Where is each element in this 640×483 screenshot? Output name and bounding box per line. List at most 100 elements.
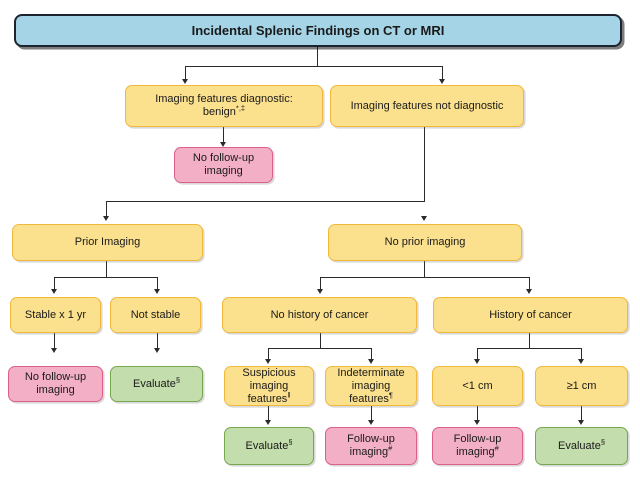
footnote-marker-followup-2: # bbox=[494, 443, 499, 453]
node-benign-label-line2: benign*,‡ bbox=[202, 103, 246, 118]
connector-root-stem bbox=[317, 47, 319, 67]
connector-indeterminate-to-followup bbox=[371, 406, 373, 422]
arrowhead-root-to-notdx bbox=[438, 79, 445, 84]
node-no-followup-1-label-line1: No follow-up bbox=[192, 152, 255, 164]
node-no-followup-2-label-line1: No follow-up bbox=[24, 371, 87, 383]
node-benign-label-line1: Imaging features diagnostic: bbox=[155, 93, 293, 105]
arrowhead-to-indeterminate bbox=[367, 359, 374, 364]
node-evaluate-2: Evaluate§ bbox=[224, 427, 314, 465]
node-evaluate-1-label: Evaluate§ bbox=[133, 374, 180, 390]
arrowhead-to-not-stable bbox=[153, 289, 160, 294]
node-evaluate-1: Evaluate§ bbox=[110, 366, 203, 402]
node-not-stable-label: Not stable bbox=[130, 308, 181, 321]
node-no-prior-imaging: No prior imaging bbox=[328, 224, 522, 261]
connector-suspicious-to-evaluate bbox=[268, 406, 270, 422]
node-suspicious-label-line1: Suspicious bbox=[242, 366, 296, 379]
connector-prior-imaging-split-bar bbox=[54, 277, 158, 279]
arrowhead-to-stable bbox=[50, 289, 57, 294]
node-stable-label: Stable x 1 yr bbox=[24, 308, 87, 321]
node-evaluate-2-label: Evaluate§ bbox=[245, 436, 293, 452]
connector-to-suspicious bbox=[268, 348, 270, 361]
node-followup-imaging-2: Follow-up imaging# bbox=[432, 427, 523, 465]
node-no-history-cancer-label: No history of cancer bbox=[270, 308, 369, 321]
node-evaluate-3: Evaluate§ bbox=[535, 427, 628, 465]
arrowhead-to-history-cancer bbox=[525, 289, 532, 294]
node-no-followup-1-label-line2: imaging bbox=[204, 165, 243, 177]
footnote-marker-suspicious: ‖ bbox=[287, 389, 291, 399]
node-suspicious-label-line2: imaging features‖ bbox=[247, 379, 291, 405]
footnote-marker-followup-1: # bbox=[388, 443, 393, 453]
node-ge1cm-label: ≥1 cm bbox=[566, 379, 597, 392]
node-not-stable: Not stable bbox=[110, 297, 201, 333]
footnote-marker-evaluate-2: § bbox=[288, 436, 293, 446]
footnote-marker-evaluate-3: § bbox=[600, 436, 605, 446]
node-stable-1-yr: Stable x 1 yr bbox=[10, 297, 101, 333]
node-not-diagnostic-label: Imaging features not diagnostic bbox=[350, 99, 504, 112]
connector-no-history-split-bar bbox=[268, 348, 372, 350]
node-greater-equal-1-cm: ≥1 cm bbox=[535, 366, 628, 406]
connector-root-to-benign bbox=[185, 66, 187, 81]
connector-to-history-cancer bbox=[529, 277, 531, 291]
connector-no-history-stem bbox=[320, 333, 322, 349]
node-imaging-features-not-diagnostic: Imaging features not diagnostic bbox=[330, 85, 524, 127]
node-evaluate-3-label: Evaluate§ bbox=[558, 436, 605, 452]
arrowhead-to-lt1cm bbox=[473, 359, 480, 364]
footnote-marker-indeterminate: ¶ bbox=[388, 389, 393, 399]
connector-root-split-bar bbox=[185, 66, 443, 68]
arrowhead-root-to-benign bbox=[181, 79, 188, 84]
node-indeterminate-imaging-features: Indeterminate imaging features¶ bbox=[325, 366, 417, 406]
connector-prior-imaging-stem bbox=[106, 261, 108, 278]
arrowhead-benign-to-nofollowup bbox=[219, 142, 226, 147]
connector-stable-to-nofollowup bbox=[54, 333, 56, 350]
node-suspicious-imaging-features: Suspicious imaging features‖ bbox=[224, 366, 314, 406]
node-indeterminate-label-line1: Indeterminate bbox=[337, 366, 405, 379]
node-imaging-features-diagnostic-benign: Imaging features diagnostic: benign*,‡ bbox=[125, 85, 323, 127]
connector-to-stable bbox=[54, 277, 56, 291]
arrowhead-to-no-history-cancer bbox=[316, 289, 323, 294]
connector-history-stem bbox=[529, 333, 531, 349]
node-followup-2-label-line2: imaging# bbox=[456, 443, 499, 458]
connector-to-ge1cm bbox=[581, 348, 583, 361]
connector-no-prior-imaging-split-bar bbox=[320, 277, 530, 279]
node-followup-imaging-1: Follow-up imaging# bbox=[325, 427, 417, 465]
connector-to-lt1cm bbox=[477, 348, 479, 361]
node-history-cancer-label: History of cancer bbox=[489, 308, 572, 321]
node-prior-imaging: Prior Imaging bbox=[12, 224, 203, 261]
connector-to-no-history-cancer bbox=[320, 277, 322, 291]
node-root-label: Incidental Splenic Findings on CT or MRI bbox=[191, 23, 445, 38]
arrowhead-to-prior-imaging bbox=[102, 216, 109, 221]
connector-no-prior-imaging-stem bbox=[424, 261, 426, 278]
node-root-incidental-splenic-findings: Incidental Splenic Findings on CT or MRI bbox=[14, 14, 622, 47]
arrowhead-notstable-to-evaluate bbox=[153, 348, 160, 353]
connector-ge1cm-to-evaluate bbox=[581, 406, 583, 422]
node-no-followup-2-label-line2: imaging bbox=[36, 384, 75, 396]
node-prior-imaging-label: Prior Imaging bbox=[74, 236, 141, 248]
connector-notdx-split-bar bbox=[106, 201, 425, 203]
node-less-than-1-cm: <1 cm bbox=[432, 366, 523, 406]
node-indeterminate-label-line2: imaging features¶ bbox=[349, 379, 393, 405]
arrowhead-lt1cm-to-followup bbox=[473, 420, 480, 425]
arrowhead-indeterminate-to-followup bbox=[367, 420, 374, 425]
connector-notdx-stem bbox=[424, 127, 426, 202]
node-followup-2-label-line1: Follow-up bbox=[453, 433, 502, 445]
connector-root-to-notdx bbox=[442, 66, 444, 81]
connector-to-indeterminate bbox=[371, 348, 373, 361]
arrowhead-stable-to-nofollowup bbox=[50, 348, 57, 353]
arrowhead-ge1cm-to-evaluate bbox=[577, 420, 584, 425]
arrowhead-to-ge1cm bbox=[577, 359, 584, 364]
node-no-history-of-cancer: No history of cancer bbox=[222, 297, 417, 333]
node-no-followup-imaging-2: No follow-up imaging bbox=[8, 366, 103, 402]
node-followup-1-label-line1: Follow-up bbox=[347, 433, 395, 445]
connector-notstable-to-evaluate bbox=[157, 333, 159, 350]
footnote-marker-benign: *,‡ bbox=[235, 103, 246, 113]
node-followup-1-label-line2: imaging# bbox=[349, 443, 393, 458]
footnote-marker-evaluate-1: § bbox=[175, 374, 180, 384]
connector-to-not-stable bbox=[157, 277, 159, 291]
arrowhead-suspicious-to-evaluate bbox=[264, 420, 271, 425]
node-no-prior-imaging-label: No prior imaging bbox=[384, 236, 466, 248]
connector-to-prior-imaging bbox=[106, 201, 108, 218]
arrowhead-to-no-prior-imaging bbox=[420, 216, 427, 221]
arrowhead-to-suspicious bbox=[264, 359, 271, 364]
connector-lt1cm-to-followup bbox=[477, 406, 479, 422]
